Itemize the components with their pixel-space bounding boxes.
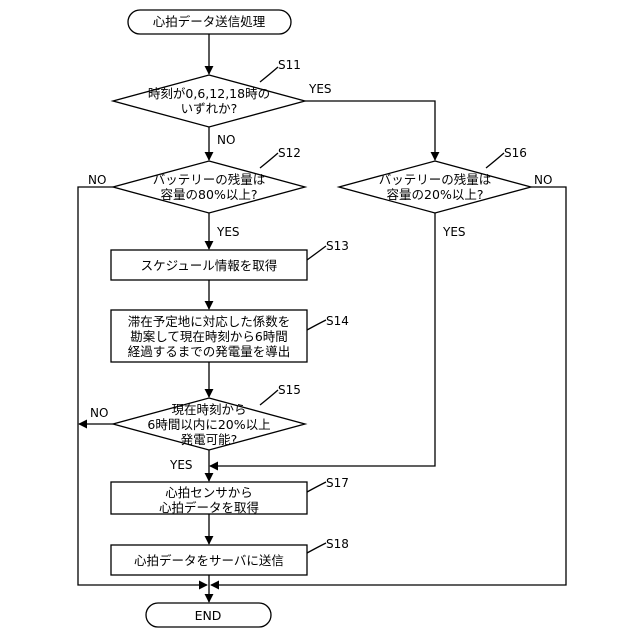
process-s18-text: 心拍データをサーバに送信 [134, 553, 284, 568]
branch-label-s15-yes: YES [170, 458, 193, 473]
process-s14-text-line3: 経過するまでの発電量を導出 [128, 344, 291, 359]
decision-s15-text-line1: 現在時刻から [171, 402, 246, 417]
decision-s11-text-line2: いずれか? [181, 101, 238, 116]
decision-s12-text-line1: バッテリーの残量は [153, 172, 266, 187]
branch-label-s15-no: NO [90, 406, 108, 421]
process-s13-text: スケジュール情報を取得 [141, 258, 278, 273]
process-s14-text-line2: 勘案して現在時刻から6時間 [130, 329, 288, 344]
decision-s12-text-line2: 容量の80%以上? [161, 187, 258, 202]
start-label: 心拍データ送信処理 [153, 14, 266, 29]
step-id-s17: S17 [326, 476, 349, 491]
decision-s16-text-line1: バッテリーの残量は [379, 172, 492, 187]
process-s17-text-line2: 心拍データを取得 [159, 500, 259, 515]
step-id-s11: S11 [278, 58, 301, 73]
decision-s15-text-line2: 6時間以内に20%以上 [147, 417, 270, 432]
end-label: END [195, 608, 222, 623]
branch-label-s11-no: NO [217, 133, 235, 148]
branch-label-s16-yes: YES [443, 225, 466, 240]
decision-s11-text-line1: 時刻が0,6,12,18時の [148, 86, 270, 101]
step-id-s16: S16 [504, 146, 527, 161]
branch-label-s11-yes: YES [309, 82, 332, 97]
branch-label-s12-yes: YES [217, 225, 240, 240]
step-id-s12: S12 [278, 146, 301, 161]
process-s17-text-line1: 心拍センサから [165, 485, 253, 500]
step-id-s15: S15 [278, 383, 301, 398]
branch-label-s16-no: NO [534, 173, 552, 188]
step-id-s14: S14 [326, 314, 349, 329]
decision-s16-text-line2: 容量の20%以上? [387, 187, 484, 202]
branch-label-s12-no: NO [88, 173, 106, 188]
step-id-s18: S18 [326, 537, 349, 552]
decision-s15-text-line3: 発電可能? [181, 432, 238, 447]
step-id-s13: S13 [326, 239, 349, 254]
process-s14-text-line1: 滞在予定地に対応した係数を [128, 314, 291, 329]
